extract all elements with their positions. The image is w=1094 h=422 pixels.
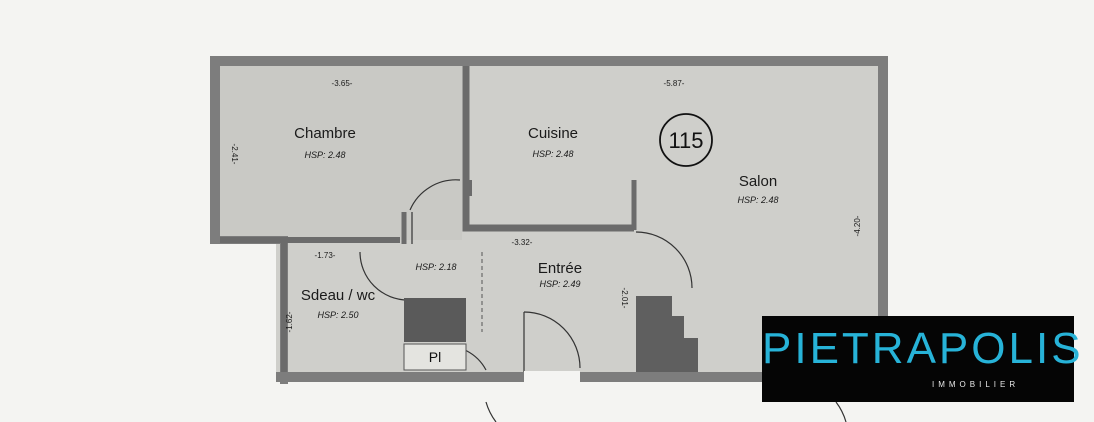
room-label-salon: Salon: [739, 173, 777, 190]
room-hsp-cuisine: HSP: 2.48: [532, 149, 573, 159]
dimension-entree-width: -3.32-: [512, 238, 533, 247]
dimension-salon-height: -4.20-: [853, 215, 862, 236]
room-hsp-salon: HSP: 2.48: [737, 195, 778, 205]
brand-tagline: IMMOBILIER: [932, 380, 1020, 389]
room-hsp-chambre: HSP: 2.48: [304, 150, 345, 160]
interior-walls: [220, 66, 637, 372]
lot-number-circle: [659, 113, 713, 167]
dimension-sdeau-height: -1.62-: [285, 311, 294, 332]
room-label-entree: Entrée: [538, 260, 582, 277]
dimension-chambre-height: -2.41-: [230, 144, 239, 165]
exterior-notch: [210, 244, 276, 382]
lot-number: 115: [668, 128, 703, 153]
dimension-entree-height: -2.01-: [620, 288, 629, 309]
room-hsp-entree: HSP: 2.49: [539, 279, 580, 289]
room-hsp-degagement: HSP: 2.18: [415, 262, 456, 272]
dimension-sdeau-width: -1.73-: [315, 251, 336, 260]
dimension-chambre-width: -3.65-: [332, 79, 353, 88]
shower-block: [404, 298, 466, 342]
room-label-placard: Pl: [429, 349, 441, 365]
room-label-sdeau: Sdeau / wc: [301, 287, 376, 304]
entrance-gap: [524, 371, 580, 385]
placard-box: [403, 343, 467, 371]
chambre-room: [220, 66, 462, 240]
room-label-chambre: Chambre: [294, 125, 356, 142]
brand-logo: PIETRAPOLIS IMMOBILIER: [762, 316, 1084, 402]
room-hsp-sdeau: HSP: 2.50: [317, 310, 358, 320]
door-swings: [359, 179, 847, 422]
staircase: [636, 296, 698, 372]
brand-name: PIETRAPOLIS: [762, 324, 1084, 373]
dimension-salon-width: -5.87-: [664, 79, 685, 88]
room-label-cuisine: Cuisine: [528, 125, 578, 142]
